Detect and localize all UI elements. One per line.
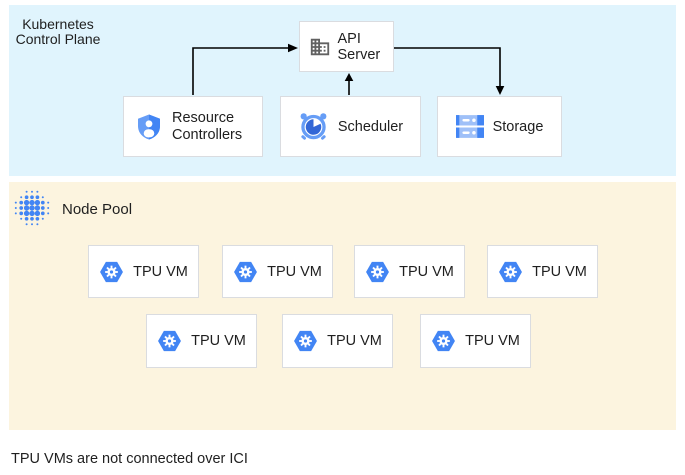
tpu-vm-label: TPU VM — [267, 263, 322, 280]
scheduler-label: Scheduler — [337, 118, 404, 135]
tpu-vm-node: TPU VM — [88, 245, 199, 298]
alarm-clock-icon — [300, 113, 327, 140]
hexagon-chip-icon — [158, 330, 182, 352]
tpu-vm-label: TPU VM — [191, 333, 246, 349]
control-plane-title: Kubernetes Control Plane — [15, 16, 101, 47]
resource-controllers-label: Resource Controllers — [172, 109, 243, 143]
scheduler-node: Scheduler — [280, 96, 421, 157]
tpu-vm-node: TPU VM — [354, 245, 465, 298]
tpu-vm-label: TPU VM — [133, 263, 188, 280]
tpu-vm-node: TPU VM — [282, 314, 393, 368]
building-icon — [310, 38, 329, 55]
tpu-vm-node: TPU VM — [487, 245, 598, 298]
tpu-vm-node: TPU VM — [146, 314, 257, 368]
hexagon-chip-icon — [366, 261, 390, 282]
hexagon-chip-icon — [294, 330, 318, 352]
tpu-vm-node: TPU VM — [222, 245, 333, 298]
api-server-label: API Server — [337, 30, 381, 63]
resource-controllers-node: Resource Controllers — [123, 96, 263, 157]
hexagon-chip-icon — [100, 261, 124, 282]
tpu-vm-label: TPU VM — [327, 333, 382, 349]
tpu-vm-node: TPU VM — [420, 314, 531, 368]
hexagon-chip-icon — [432, 330, 456, 352]
api-server-node: API Server — [299, 21, 394, 72]
tpu-vm-label: TPU VM — [465, 333, 520, 349]
shield-user-icon — [138, 114, 160, 139]
hexagon-chip-icon — [499, 261, 523, 282]
server-stack-icon — [455, 114, 484, 138]
hexagon-chip-icon — [234, 261, 258, 282]
node-pool-label: Node Pool — [62, 201, 133, 218]
node-pool-panel — [9, 182, 676, 430]
footnote-text: TPU VMs are not connected over ICI — [11, 451, 248, 467]
tpu-vm-label: TPU VM — [399, 263, 454, 280]
storage-node: Storage — [437, 96, 562, 157]
dot-grid-icon — [14, 190, 50, 226]
tpu-vm-label: TPU VM — [532, 263, 587, 280]
storage-label: Storage — [492, 118, 544, 135]
